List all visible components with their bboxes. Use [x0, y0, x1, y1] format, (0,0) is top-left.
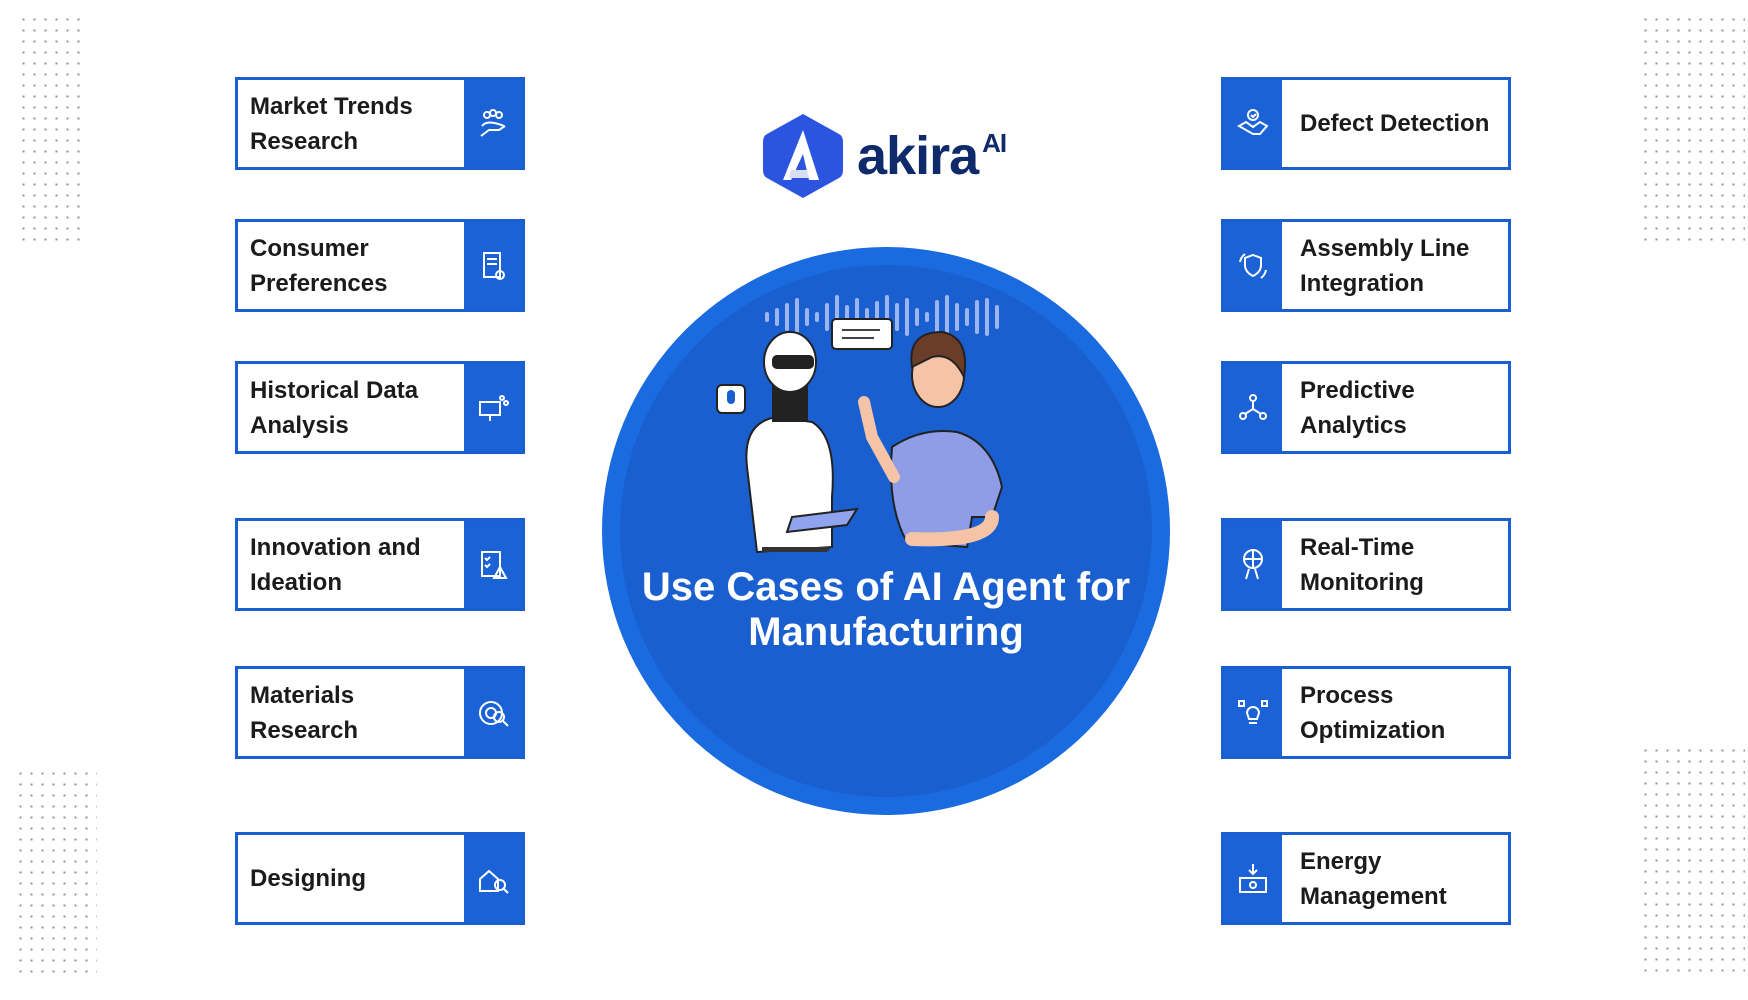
- card-label: Materials Research: [250, 681, 359, 744]
- target-search-icon: [464, 669, 522, 756]
- card-label: Real-Time Monitoring: [1300, 533, 1424, 596]
- dot-pattern: [1640, 14, 1745, 246]
- card-label: Market Trends Research: [250, 92, 413, 155]
- monitor-data-icon: [464, 364, 522, 451]
- card-label: Energy Management: [1300, 847, 1447, 910]
- dot-pattern: [1640, 745, 1745, 975]
- person-illustration: [831, 318, 1004, 549]
- dot-pattern: [18, 14, 88, 246]
- globe-person-icon: [1224, 521, 1282, 608]
- title-line-2: Manufacturing: [748, 610, 1024, 654]
- house-search-icon: [464, 835, 522, 922]
- use-case-innovation-and-ideation: Innovation and Ideation: [235, 518, 525, 611]
- use-case-assembly-line-integration: Assembly Line Integration: [1221, 219, 1511, 312]
- center-circle: Use Cases of AI Agent for Manufacturing: [602, 247, 1170, 815]
- inner-circle: [620, 265, 1152, 797]
- card-label: Consumer Preferences: [250, 234, 388, 297]
- use-case-predictive-analytics: Predictive Analytics: [1221, 361, 1511, 454]
- ai-conversation-illustration: [716, 295, 1004, 554]
- network-icon: [1224, 364, 1282, 451]
- card-label: Designing: [250, 865, 367, 892]
- dot-pattern: [15, 768, 97, 978]
- money-download-icon: [1224, 835, 1282, 922]
- brand-suffix: AI: [982, 128, 1007, 158]
- card-label: Innovation and Ideation: [250, 533, 421, 596]
- use-case-defect-detection: Defect Detection: [1221, 77, 1511, 170]
- use-case-process-optimization: Process Optimization: [1221, 666, 1511, 759]
- card-label: Process Optimization: [1300, 681, 1446, 744]
- use-case-energy-management: Energy Management: [1221, 832, 1511, 925]
- robot-illustration: [716, 331, 859, 554]
- document-icon: [464, 222, 522, 309]
- checklist-warning-icon: [464, 521, 522, 608]
- akira-hex-icon: [763, 114, 843, 198]
- shield-refresh-icon: [1224, 222, 1282, 309]
- use-case-materials-research: Materials Research: [235, 666, 525, 759]
- people-hand-icon: [464, 80, 522, 167]
- card-label: Defect Detection: [1300, 110, 1490, 137]
- brand-text: akira: [857, 126, 979, 186]
- card-label: Historical Data Analysis: [250, 376, 419, 439]
- lightbulb-gear-icon: [1224, 669, 1282, 756]
- card-label: Assembly Line Integration: [1300, 234, 1470, 297]
- diagram-title: Use Cases of AI Agent for Manufacturing: [602, 565, 1170, 655]
- use-case-historical-data-analysis: Historical Data Analysis: [235, 361, 525, 454]
- use-case-designing: Designing: [235, 832, 525, 925]
- use-case-real-time-monitoring: Real-Time Monitoring: [1221, 518, 1511, 611]
- title-line-1: Use Cases of AI Agent for: [641, 565, 1131, 609]
- use-case-market-trends-research: Market Trends Research: [235, 77, 525, 170]
- card-label: Predictive Analytics: [1300, 376, 1415, 439]
- use-case-consumer-preferences: Consumer Preferences: [235, 219, 525, 312]
- handshake-check-icon: [1224, 80, 1282, 167]
